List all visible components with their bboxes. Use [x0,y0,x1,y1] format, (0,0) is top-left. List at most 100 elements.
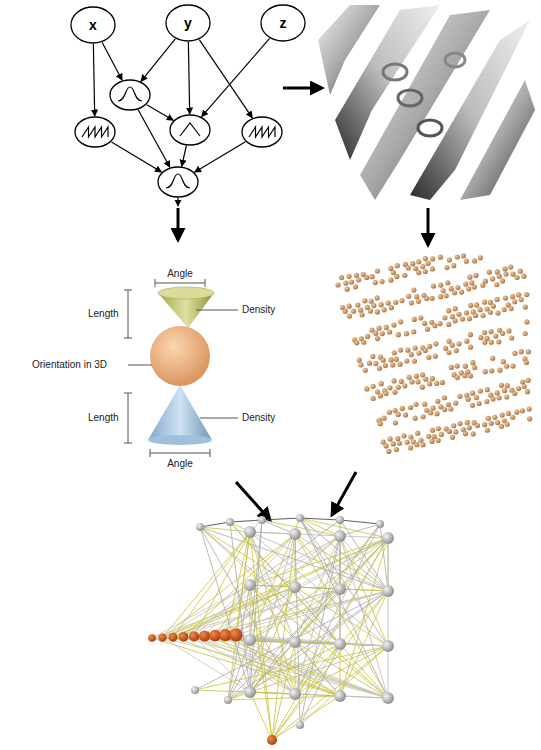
cloud-point [527,406,532,411]
activation-symbol [180,123,200,136]
cloud-point [423,269,428,274]
input-neuron [199,630,210,641]
cloud-point [461,253,466,258]
cppn-wire [202,38,270,116]
cloud-point [442,407,447,412]
cloud-point [375,336,380,341]
cloud-point [460,316,465,321]
cloud-point [455,363,460,368]
hyperneat-substrate-glyph [124,279,238,457]
cloud-point [451,263,456,268]
network-neuron [376,520,384,528]
cloud-point [393,420,398,425]
activation-ellipse [242,117,282,147]
cloud-point [457,421,462,426]
cloud-point [356,277,361,282]
cloud-point [482,422,487,427]
cloud-point [381,358,386,363]
cloud-point [404,358,409,363]
cloud-point [432,323,437,328]
cloud-point [387,329,392,334]
cloud-point [370,354,375,359]
cloud-point [505,422,510,427]
network-link [300,518,388,591]
cloud-point [484,399,489,404]
cloud-point [426,434,431,439]
cloud-point [378,421,383,426]
cloud-point [508,265,513,270]
cloud-point [420,385,425,390]
cloud-point [399,379,404,384]
cloud-point [519,297,524,302]
cloud-point [412,317,417,322]
cloud-point [448,406,453,411]
network-neuron [382,585,394,597]
cloud-point [520,379,525,384]
cloud-point [430,256,435,261]
cloud-point [335,282,340,287]
cloud-point [416,350,421,355]
input-neuron [158,633,166,641]
cloud-point [369,299,374,304]
cloud-point [383,391,388,396]
cloud-point [430,428,435,433]
cloud-point [493,334,498,339]
cloud-point [434,381,439,386]
cloud-point [424,296,429,301]
input-neuron [267,735,277,745]
network-link [228,591,388,700]
cloud-point [470,403,475,408]
cloud-point [447,258,452,263]
cloud-point [435,399,440,404]
cloud-point [387,385,392,390]
flow-arrow [177,208,180,240]
cloud-point [370,274,375,279]
network-link [340,524,380,536]
cloud-point [368,308,373,313]
cloud-point [405,348,410,353]
cloud-point [379,381,384,386]
network-link [295,524,380,642]
activation-ellipse [75,117,115,147]
cloud-point [444,293,449,298]
network-link [250,524,380,692]
cloud-point [428,410,433,415]
network-link [228,532,250,700]
cloud-point [518,269,523,274]
cloud-point [467,275,472,280]
cloud-point [463,282,468,287]
cloud-point [487,270,492,275]
cloud-point [423,348,428,353]
network-neuron [334,530,346,542]
node-ellipse [71,7,115,43]
network-link [272,534,295,740]
cloud-point [386,300,391,305]
cloud-point [526,349,531,354]
cloud-point [346,274,351,279]
network-link [195,591,388,690]
network-neuron [224,696,232,704]
network-link [300,518,340,520]
cloud-point [415,431,420,436]
dimension-label: Angle [167,458,193,469]
cloud-point [486,416,491,421]
dimension-label: Density [242,304,275,315]
cloud-point [426,355,431,360]
cloud-point [443,346,448,351]
dimension-label: Orientation in 3D [32,359,107,370]
flow-arrow [283,87,322,90]
cloud-point [510,415,515,420]
cloud-point [357,357,362,362]
network-neuron [336,516,344,524]
cloud-point [441,288,446,293]
network-link [250,520,340,585]
cloud-point [375,309,380,314]
cloud-point [400,406,405,411]
network-neuron [296,514,304,522]
cloud-point [381,416,386,421]
cppn-wire [147,105,174,121]
cloud-point [515,275,520,280]
cloud-point [525,389,530,394]
cloud-point [414,294,419,299]
